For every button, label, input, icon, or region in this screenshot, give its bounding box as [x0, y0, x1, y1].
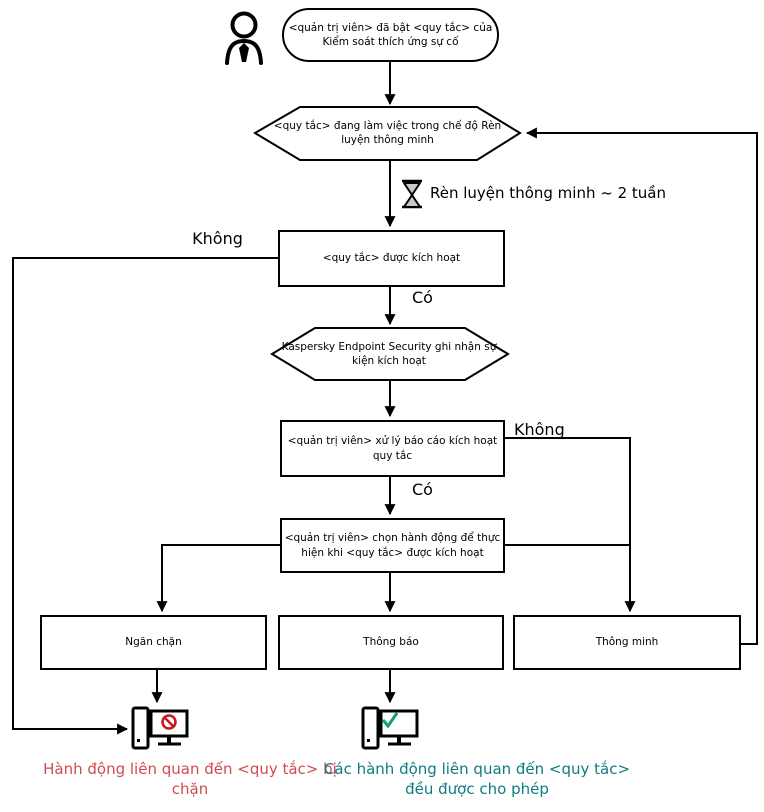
node-start-label: <quản trị viên> đã bật <quy tắc> của Kiể…	[288, 21, 493, 48]
edge-label-yes-bottom: Có	[412, 480, 433, 499]
hexagon-training-shape	[253, 106, 522, 161]
computer-blocked-icon	[131, 706, 189, 750]
node-process-report: <quản trị viên> xử lý báo cáo kích hoạt …	[280, 420, 505, 477]
node-action-notify-label: Thông báo	[363, 636, 419, 649]
node-process-report-label: <quản trị viên> xử lý báo cáo kích hoạt …	[287, 435, 498, 462]
edge-choose-to-block	[156, 544, 280, 613]
edge-label-yes-top: Có	[412, 288, 433, 307]
node-training-mode: <quy tắc> đang làm việc trong chế độ Rèn…	[270, 109, 505, 157]
node-rule-triggered: <quy tắc> được kích hoạt	[278, 230, 505, 287]
edge-feedback-smart-to-training	[525, 127, 758, 645]
node-action-block-label: Ngăn chặn	[125, 636, 182, 649]
edge-label-no-right: Không	[514, 420, 565, 439]
flow-connectors	[12, 62, 758, 735]
check-icon	[381, 712, 399, 729]
node-choose-action-label: <quản trị viên> chọn hành động để thực h…	[284, 532, 501, 559]
computer-allowed-icon	[361, 706, 419, 750]
node-action-smart-label: Thông minh	[595, 636, 659, 649]
user-icon	[225, 11, 263, 65]
hourglass-icon	[402, 179, 422, 209]
node-action-block: Ngăn chặn	[40, 615, 267, 670]
node-training-mode-label: <quy tắc> đang làm việc trong chế độ Rèn…	[273, 119, 502, 146]
node-rule-triggered-label: <quy tắc> được kích hoạt	[322, 252, 461, 265]
prohibition-icon	[161, 714, 177, 730]
node-start: <quản trị viên> đã bật <quy tắc> của Kiể…	[282, 8, 499, 62]
caption-blocked: Hành động liên quan đến <quy tắc> bị chặ…	[43, 760, 337, 798]
hexagon-kes-shape	[270, 327, 510, 381]
caption-allowed: Các hành động liên quan đến <quy tắc> đề…	[323, 760, 631, 798]
node-choose-action: <quản trị viên> chọn hành động để thực h…	[280, 518, 505, 573]
edge-label-no-left: Không	[192, 229, 243, 248]
node-kes-event: Kaspersky Endpoint Security ghi nhận sự …	[278, 330, 500, 378]
training-duration-label: Rèn luyện thông minh ~ 2 tuần	[430, 184, 666, 202]
edge-no-left-to-blocked-pc	[12, 257, 278, 735]
edge-no-right-to-smart	[503, 437, 636, 613]
node-action-smart: Thông minh	[513, 615, 741, 670]
node-kes-event-label: Kaspersky Endpoint Security ghi nhận sự …	[281, 340, 497, 367]
node-action-notify: Thông báo	[278, 615, 504, 670]
